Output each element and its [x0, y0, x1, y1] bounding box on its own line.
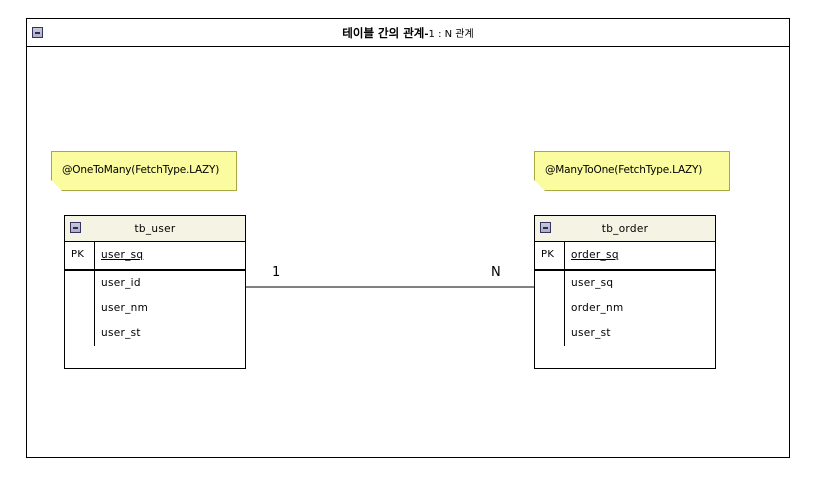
note-one-to-many[interactable]: @OneToMany(FetchType.LAZY) [51, 151, 237, 191]
entity-tb-user-attributes: user_id user_nm user_st [65, 271, 245, 346]
attribute-row: user_nm [65, 296, 245, 321]
entity-tb-order-attributes: user_sq order_nm user_st [535, 271, 715, 346]
attribute-row: user_st [535, 321, 715, 346]
entity-tb-user-body: PK user_sq user_id user_nm user_st [65, 242, 245, 346]
cardinality-label-target: N [491, 265, 501, 280]
relationship-line[interactable] [246, 286, 534, 288]
pk-field-name: order_sq [571, 249, 619, 261]
minus-box-icon[interactable] [540, 222, 551, 233]
frame-titlebar: 테이블 간의 관계-1 : N 관계 [27, 19, 789, 47]
entity-tb-order-header: tb_order [535, 216, 715, 242]
entity-tb-user-title: tb_user [134, 223, 176, 235]
frame-title-separator: - [424, 29, 429, 40]
pk-field-name: user_sq [101, 249, 144, 261]
attribute-row: user_id [65, 271, 245, 296]
attribute-name: order_nm [571, 302, 624, 314]
attribute-name: user_sq [571, 277, 614, 289]
page-title: 테이블 간의 관계-1 : N 관계 [27, 19, 789, 47]
attribute-name: user_nm [101, 302, 149, 314]
attribute-row: order_nm [535, 296, 715, 321]
entity-tb-user-header: tb_user [65, 216, 245, 242]
frame-title-main: 테이블 간의 관계 [342, 26, 425, 40]
frame-title-cardinality: 1 : N 관계 [428, 29, 474, 40]
entity-tb-order-body: PK order_sq user_sq order_nm user_st [535, 242, 715, 346]
note-one-to-many-text: @OneToMany(FetchType.LAZY) [62, 164, 220, 176]
column-divider [564, 242, 565, 346]
entity-tb-user-pk-row: PK user_sq [65, 242, 245, 271]
attribute-name: user_st [101, 327, 141, 339]
entity-tb-order[interactable]: tb_order PK order_sq user_sq order_nm us… [534, 215, 716, 369]
minus-box-icon[interactable] [32, 27, 43, 38]
pk-label: PK [541, 249, 555, 260]
note-fold-corner-icon [534, 180, 545, 191]
entity-tb-user[interactable]: tb_user PK user_sq user_id user_nm user_… [64, 215, 246, 369]
pk-label: PK [71, 249, 85, 260]
column-divider [94, 242, 95, 346]
attribute-row: user_sq [535, 271, 715, 296]
note-fold-corner-icon [51, 180, 62, 191]
note-many-to-one-text: @ManyToOne(FetchType.LAZY) [545, 164, 703, 176]
attribute-name: user_st [571, 327, 611, 339]
cardinality-label-source: 1 [272, 265, 281, 280]
note-many-to-one[interactable]: @ManyToOne(FetchType.LAZY) [534, 151, 730, 191]
entity-tb-order-pk-row: PK order_sq [535, 242, 715, 271]
attribute-name: user_id [101, 277, 141, 289]
diagram-frame: 테이블 간의 관계-1 : N 관계 @OneToMany(FetchType.… [26, 18, 790, 458]
attribute-row: user_st [65, 321, 245, 346]
minus-box-icon[interactable] [70, 222, 81, 233]
entity-tb-order-title: tb_order [601, 223, 649, 235]
